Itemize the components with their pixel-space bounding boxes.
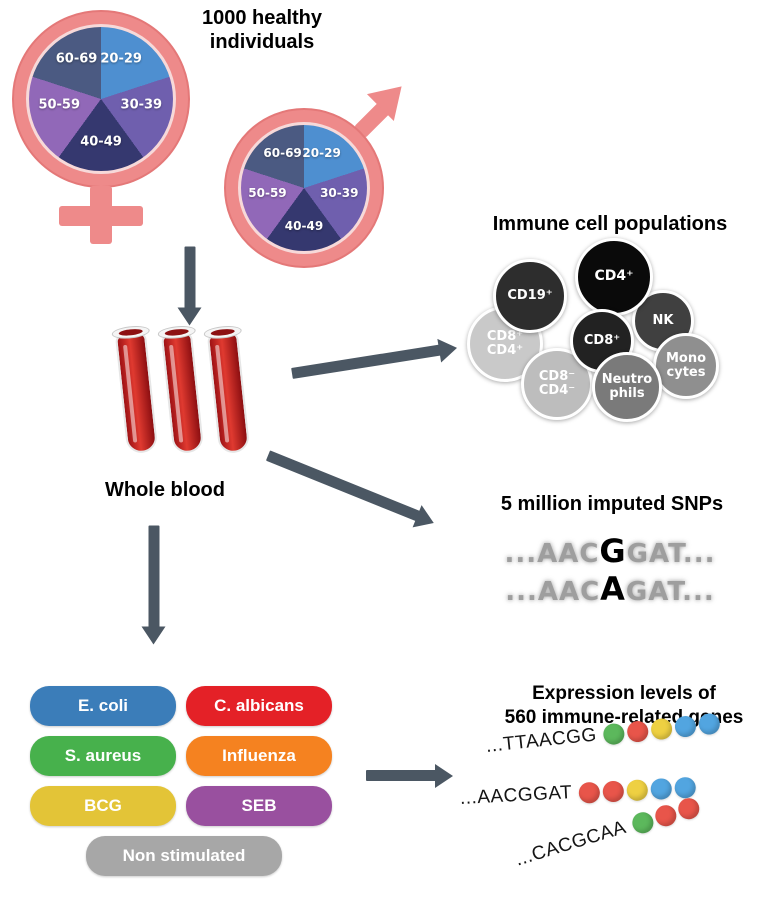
expression-dot-red xyxy=(602,779,625,802)
stimulus-pill: Influenza xyxy=(186,736,332,776)
age-group-label: 30-39 xyxy=(320,186,359,201)
female-circle: 20-29 30-39 40-49 50-59 60-69 xyxy=(12,10,190,188)
expression-dot-yellow xyxy=(626,778,649,801)
snp-sequences: ...AACGGAT... ...AACAGAT... xyxy=(455,534,765,610)
age-group-label: 40-49 xyxy=(284,218,324,233)
sequence-suffix: GAT... xyxy=(626,539,716,569)
snp-sequence-line: ...AACAGAT... xyxy=(455,572,765,610)
snp-allele: A xyxy=(600,570,626,608)
stimulus-pill: BCG xyxy=(30,786,176,826)
immune-cell-circle: CD19⁺ xyxy=(493,259,567,333)
expression-title: Expression levels of 560 immune-related … xyxy=(478,682,770,730)
stimulus-pill: Non stimulated xyxy=(86,836,282,876)
blood-tube-icon xyxy=(203,324,255,459)
sequence-prefix: ...AAC xyxy=(504,539,600,569)
age-group-label: 40-49 xyxy=(80,134,122,150)
stimulus-pill: C. albicans xyxy=(186,686,332,726)
age-group-label: 20-29 xyxy=(302,145,341,160)
expression-dot-green xyxy=(629,809,656,836)
age-group-label: 50-59 xyxy=(38,97,81,113)
sequence-prefix: ...AAC xyxy=(505,577,601,607)
cohort-title: 1000 healthy individuals xyxy=(172,6,352,54)
arrow-cohort-to-blood xyxy=(184,246,196,309)
expression-dot-blue xyxy=(650,777,673,800)
whole-blood-label: Whole blood xyxy=(105,479,225,501)
age-group-label: 50-59 xyxy=(248,186,287,201)
snp-sequence-line: ...AACGGAT... xyxy=(455,534,765,572)
male-age-pie-chart: 20-29 30-39 40-49 50-59 60-69 xyxy=(238,122,370,254)
blood-tube-icon xyxy=(157,324,209,459)
expression-dot-red xyxy=(578,781,601,804)
expression-title-line1: Expression levels of xyxy=(532,683,716,704)
age-group-label: 60-69 xyxy=(55,51,98,67)
expression-sequence-row: ...AACGGAT xyxy=(459,776,697,810)
snps-title: 5 million imputed SNPs xyxy=(500,493,724,515)
female-symbol: 20-29 30-39 40-49 50-59 60-69 xyxy=(10,8,210,253)
cohort-title-line1: 1000 healthy xyxy=(201,7,323,29)
stimulus-pill: S. aureus xyxy=(30,736,176,776)
arrow-blood-to-stimuli xyxy=(148,525,160,628)
blood-tubes xyxy=(111,324,278,466)
expression-dot-red xyxy=(675,795,702,822)
age-group-label: 60-69 xyxy=(263,145,302,160)
stimulus-pill: E. coli xyxy=(30,686,176,726)
cohort-title-line2: individuals xyxy=(209,31,315,53)
immune-cell-circle: Mono cytes xyxy=(653,333,719,399)
expression-dot-red xyxy=(652,802,679,829)
arrow-blood-to-snps xyxy=(265,450,421,522)
arrow-stimuli-to-expression xyxy=(366,770,436,781)
immune-populations-title: Immune cell populations xyxy=(492,213,728,235)
sequence-text: ...AACGGAT xyxy=(459,782,573,809)
expression-dot-blue xyxy=(674,776,697,799)
sequence-text: ...CACGCAA xyxy=(512,816,629,871)
immune-cell-circle: CD4⁺ xyxy=(575,238,653,316)
male-symbol: 20-29 30-39 40-49 50-59 60-69 xyxy=(222,72,432,282)
blood-tube-icon xyxy=(111,324,163,459)
expression-title-line2: 560 immune-related genes xyxy=(504,707,744,728)
age-group-label: 20-29 xyxy=(100,51,142,67)
female-age-pie-chart: 20-29 30-39 40-49 50-59 60-69 xyxy=(26,24,176,174)
male-circle: 20-29 30-39 40-49 50-59 60-69 xyxy=(224,108,384,268)
sequence-suffix: GAT... xyxy=(625,577,715,607)
age-group-label: 30-39 xyxy=(120,97,163,113)
arrow-blood-to-immune-cells xyxy=(291,344,442,379)
expression-sequence-row: ...CACGCAA xyxy=(513,795,702,872)
female-cross-bar xyxy=(59,206,143,226)
snp-allele: G xyxy=(599,532,627,570)
immune-cell-circle: Neutro phils xyxy=(592,352,662,422)
stimulus-pill: SEB xyxy=(186,786,332,826)
